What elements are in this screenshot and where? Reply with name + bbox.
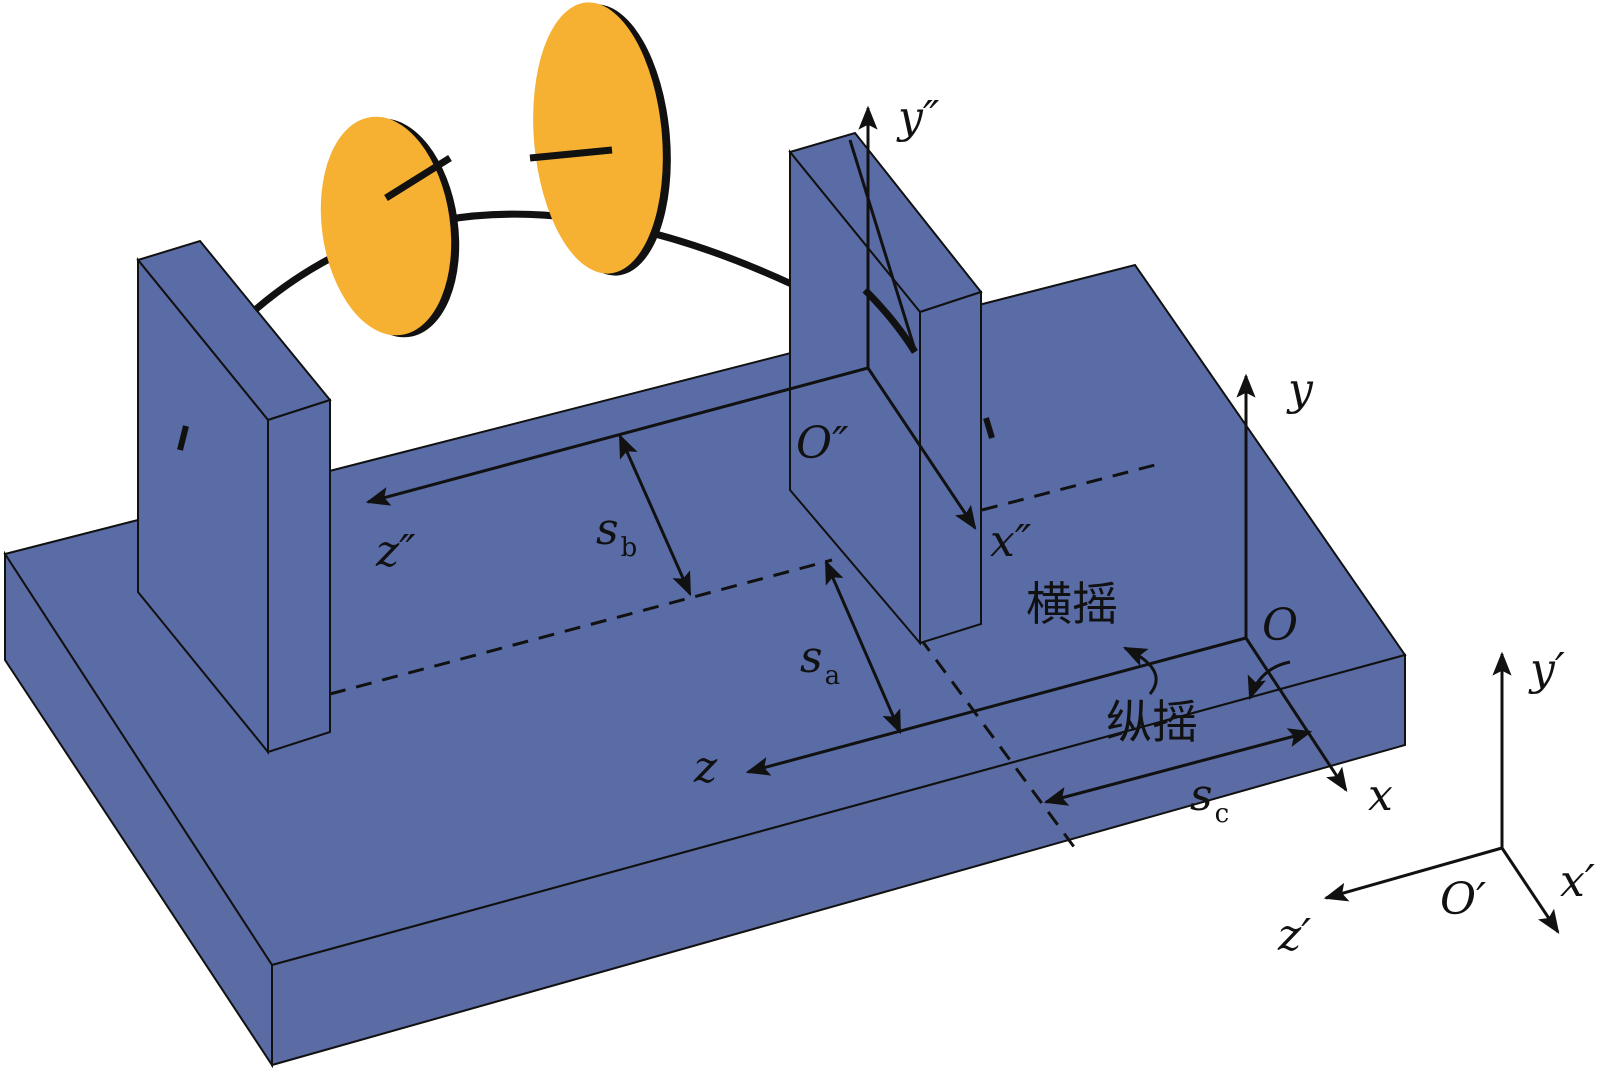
label-y-prime: y′ — [1528, 644, 1565, 695]
label-z: z — [693, 742, 718, 793]
label-O-double: O″ — [796, 418, 849, 469]
label-O-prime: O′ — [1440, 874, 1486, 925]
disk-right — [529, 2, 671, 276]
label-x-prime: x′ — [1560, 856, 1595, 907]
left-bracket-front — [267, 398, 331, 754]
label-sb: sb — [596, 504, 637, 563]
label-sc: sc — [1190, 770, 1229, 829]
base-plate-side — [4, 550, 273, 1069]
axes-O — [745, 373, 1348, 793]
label-O: O — [1262, 600, 1298, 651]
roll-arc — [1122, 646, 1158, 695]
label-z-prime: z′ — [1277, 910, 1311, 961]
dimension-sc — [1043, 728, 1313, 806]
dimension-sa — [824, 559, 902, 735]
pitch-arc — [1247, 660, 1291, 701]
axes-O-double-prime — [365, 105, 977, 530]
label-roll: 横摇 — [1026, 577, 1118, 631]
label-sa: sa — [800, 632, 840, 691]
dimension-arrows — [618, 433, 1313, 806]
axes-O-prime — [1323, 651, 1560, 934]
label-pitch: 纵摇 — [1106, 695, 1198, 749]
label-y: y — [1286, 364, 1314, 415]
label-z-double: z″ — [375, 526, 416, 577]
right-bracket-front — [919, 290, 982, 645]
left-bracket — [136, 239, 332, 755]
dimension-sb — [618, 433, 692, 597]
disk-left — [320, 116, 460, 338]
rotation-arcs — [1122, 646, 1291, 701]
label-x: x — [1368, 770, 1393, 821]
right-bracket — [788, 131, 995, 646]
label-x-double: x″ — [990, 516, 1032, 567]
label-y-double: y″ — [896, 92, 940, 143]
reference-dashed-lines — [329, 463, 1156, 856]
